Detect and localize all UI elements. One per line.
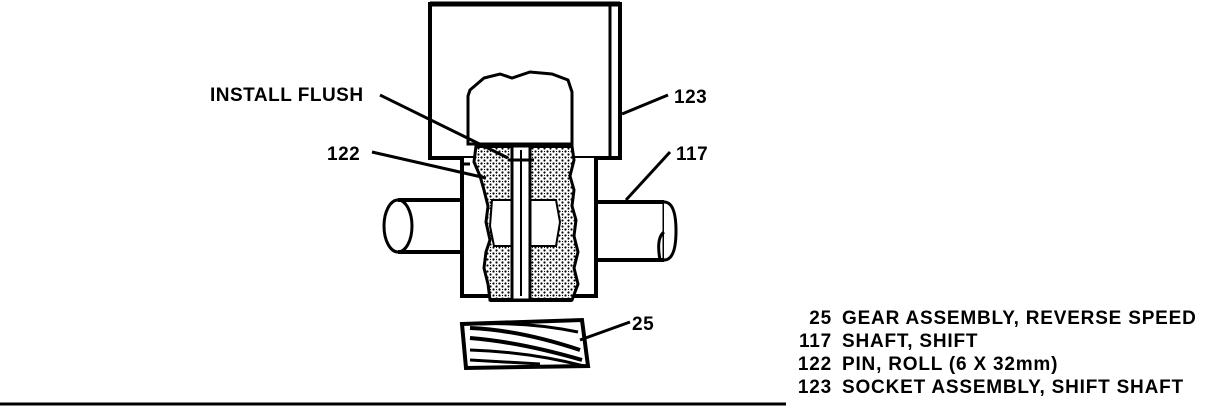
legend-description: PIN, ROLL (6 X 32mm)	[842, 354, 1059, 375]
legend-description: SHAFT, SHIFT	[842, 331, 979, 352]
legend-description: SOCKET ASSEMBLY, SHIFT SHAFT	[842, 377, 1184, 398]
callout-122: 122	[327, 144, 360, 165]
legend-number: 122	[797, 354, 832, 375]
leader-122	[371, 150, 487, 180]
legend-number: 25	[809, 308, 832, 329]
roll-pin	[508, 144, 534, 302]
callout-117: 117	[676, 144, 708, 165]
legend-row: 25 GEAR ASSEMBLY, REVERSE SPEED	[784, 307, 1197, 330]
parts-legend: 25 GEAR ASSEMBLY, REVERSE SPEED 117 SHAF…	[784, 307, 1197, 399]
legend-number: 117	[798, 331, 832, 352]
socket-assembly	[428, 1, 622, 160]
legend-description: GEAR ASSEMBLY, REVERSE SPEED	[842, 308, 1197, 329]
callout-install-flush: INSTALL FLUSH	[210, 85, 364, 106]
legend-row: 122 PIN, ROLL (6 X 32mm)	[784, 353, 1197, 376]
leader-123	[621, 93, 669, 116]
legend-row: 117 SHAFT, SHIFT	[784, 330, 1197, 353]
legend-row: 123 SOCKET ASSEMBLY, SHIFT SHAFT	[784, 376, 1197, 399]
shift-shaft-right	[594, 200, 678, 262]
leader-117	[624, 150, 672, 202]
leader-install-flush	[379, 93, 509, 160]
leader-25	[579, 320, 631, 342]
legend-number: 123	[797, 377, 832, 398]
callout-25: 25	[632, 314, 654, 335]
shift-shaft-left	[382, 198, 464, 254]
gear-assembly	[459, 317, 591, 371]
callout-123: 123	[674, 87, 707, 108]
